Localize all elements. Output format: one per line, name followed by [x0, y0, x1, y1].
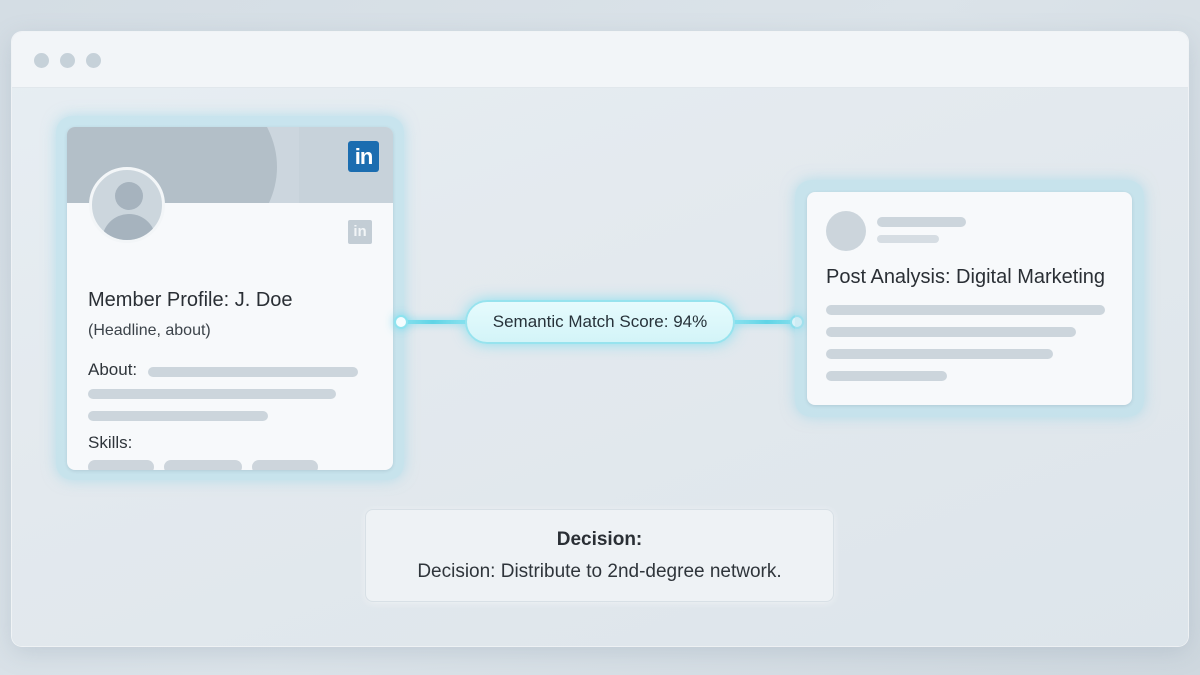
skills-label: Skills:	[88, 433, 133, 452]
skill-placeholder-pill	[164, 460, 242, 470]
post-body-placeholder-line	[826, 349, 1053, 359]
profile-title: Member Profile: J. Doe	[88, 289, 293, 311]
user-icon-head	[115, 182, 143, 210]
post-analysis-card[interactable]: Post Analysis: Digital Marketing	[807, 192, 1132, 405]
member-profile-card[interactable]: in in Member Profile: J. Doe (Headline, …	[67, 127, 393, 470]
connector-line-left	[398, 320, 468, 324]
skill-placeholder-pill	[88, 460, 154, 470]
about-label: About:	[88, 360, 138, 379]
semantic-match-score-badge: Semantic Match Score: 94%	[465, 300, 735, 344]
profile-subtitle: (Headline, about)	[88, 322, 211, 339]
decision-text: Decision: Distribute to 2nd-degree netwo…	[417, 561, 782, 582]
linkedin-logo-icon: in	[348, 141, 379, 172]
decision-heading: Decision:	[556, 529, 643, 550]
window-minimize-dot[interactable]	[60, 53, 75, 68]
about-placeholder-line	[88, 389, 336, 399]
about-placeholder-line	[148, 367, 358, 377]
connector-node-left	[394, 315, 408, 329]
profile-avatar[interactable]	[89, 167, 165, 243]
linkedin-mini-icon: in	[348, 220, 372, 244]
connector-line-right	[732, 320, 802, 324]
about-placeholder-line	[88, 411, 268, 421]
post-body-placeholder-line	[826, 327, 1076, 337]
window-maximize-dot[interactable]	[86, 53, 101, 68]
post-author-name-placeholder	[877, 217, 966, 227]
app-window: in in Member Profile: J. Doe (Headline, …	[12, 32, 1188, 646]
window-titlebar	[12, 32, 1188, 88]
profile-banner: in	[67, 127, 393, 203]
window-close-dot[interactable]	[34, 53, 49, 68]
post-author-avatar	[826, 211, 866, 251]
decision-panel: Decision: Decision: Distribute to 2nd-de…	[365, 509, 834, 602]
post-body-placeholder-line	[826, 305, 1105, 315]
skill-placeholder-pill	[252, 460, 318, 470]
post-title: Post Analysis: Digital Marketing	[826, 266, 1106, 288]
post-body-placeholder-line	[826, 371, 947, 381]
post-meta-placeholder	[877, 235, 939, 243]
user-icon-body	[102, 214, 156, 240]
